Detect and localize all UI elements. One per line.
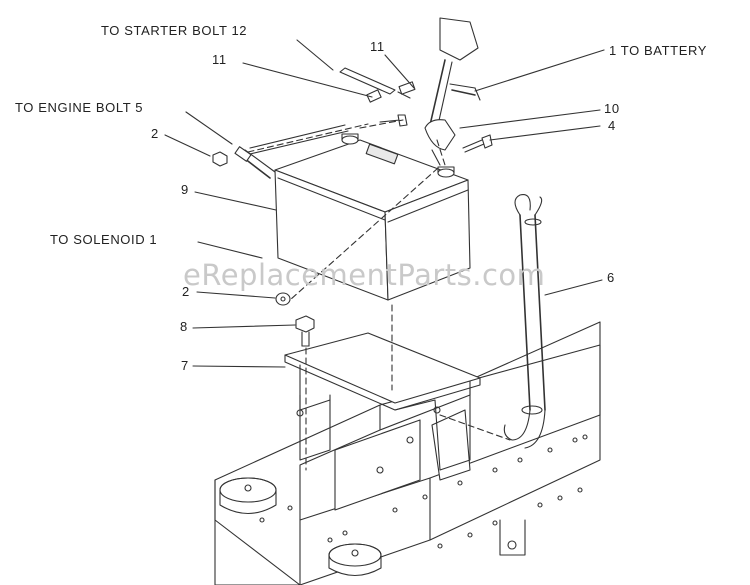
callout-4: 4 bbox=[608, 118, 616, 133]
label-to-starter-bolt: TO STARTER BOLT 12 bbox=[101, 23, 248, 38]
isolator-mount-right bbox=[328, 543, 382, 577]
callout-11-left: 11 bbox=[212, 52, 227, 67]
watermark: eReplacementParts.com bbox=[183, 258, 546, 292]
callout-2-top: 2 bbox=[151, 126, 159, 141]
isolator-mount-left bbox=[219, 477, 277, 515]
label-to-engine-bolt: TO ENGINE BOLT 5 bbox=[15, 100, 144, 115]
leader-lines bbox=[164, 39, 605, 368]
tray-support-brackets bbox=[299, 394, 471, 511]
battery bbox=[274, 133, 471, 301]
callout-6: 6 bbox=[607, 270, 615, 285]
label-to-solenoid: TO SOLENOID 1 bbox=[50, 232, 158, 247]
terminal-boot bbox=[424, 119, 456, 166]
hold-down-rod bbox=[503, 194, 546, 449]
callout-2-bottom: 2 bbox=[182, 284, 190, 299]
callout-11-top: 11 bbox=[370, 39, 385, 54]
callout-9: 9 bbox=[181, 182, 189, 197]
callout-10: 10 bbox=[604, 101, 620, 116]
callout-7: 7 bbox=[181, 358, 189, 373]
fasteners bbox=[212, 114, 493, 347]
label-to-battery: 1 TO BATTERY bbox=[609, 43, 707, 58]
assembly-dashed-lines bbox=[247, 119, 511, 471]
battery-tray bbox=[284, 332, 481, 471]
starter-bolt-rod bbox=[339, 67, 411, 99]
callout-8: 8 bbox=[180, 319, 188, 334]
battery-cables bbox=[234, 17, 481, 179]
